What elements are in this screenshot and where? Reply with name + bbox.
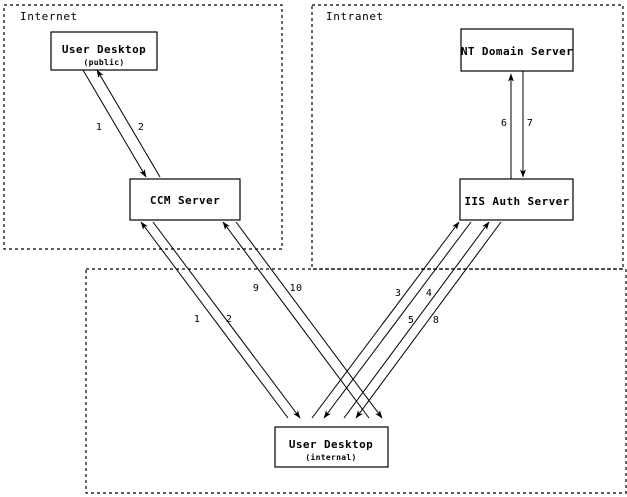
edge-step-1-internal bbox=[140, 221, 289, 419]
node-nt-domain-server[interactable]: NT Domain Server bbox=[460, 28, 574, 72]
edge-label-step-5: 5 bbox=[408, 315, 414, 326]
edge-step-10 bbox=[235, 221, 383, 419]
node-user-desktop-public-box[interactable] bbox=[50, 31, 158, 71]
edge-step-2-public bbox=[96, 69, 161, 178]
node-ccm-server-box[interactable] bbox=[129, 178, 241, 221]
edge-group-iis-internal-58: 5 8 bbox=[343, 221, 502, 419]
node-user-desktop-internal-title: User Desktop bbox=[289, 438, 373, 451]
edge-label-step-2-public: 2 bbox=[138, 122, 144, 133]
zone-internal bbox=[85, 268, 627, 494]
edge-label-step-3: 3 bbox=[395, 288, 401, 299]
edge-group-ccm-internal-12: 1 2 bbox=[140, 221, 301, 419]
node-ccm-server-title: CCM Server bbox=[150, 194, 220, 207]
edge-label-step-8: 8 bbox=[433, 315, 439, 326]
zone-intranet-label: Intranet bbox=[326, 10, 384, 23]
node-iis-auth-server[interactable]: IIS Auth Server bbox=[459, 178, 574, 221]
edge-label-step-2-internal: 2 bbox=[226, 314, 232, 325]
node-user-desktop-internal-subtitle: (internal) bbox=[305, 452, 356, 462]
zone-internet: Internet bbox=[3, 4, 283, 250]
node-user-desktop-internal[interactable]: User Desktop (internal) bbox=[274, 426, 389, 468]
node-iis-auth-server-title: IIS Auth Server bbox=[464, 195, 569, 208]
edge-group-iis-internal-34: 3 4 bbox=[311, 221, 472, 419]
edge-step-2-internal bbox=[152, 221, 301, 419]
zone-internal-boundary bbox=[85, 268, 627, 494]
node-ccm-server[interactable]: CCM Server bbox=[129, 178, 241, 221]
edge-step-8 bbox=[355, 221, 502, 419]
node-nt-domain-server-title: NT Domain Server bbox=[461, 45, 573, 58]
edge-step-3 bbox=[311, 221, 460, 419]
edge-label-step-6: 6 bbox=[501, 118, 507, 129]
edge-group-iis-ntdomain: 6 7 bbox=[501, 71, 533, 179]
edge-step-4 bbox=[323, 221, 472, 419]
node-user-desktop-public[interactable]: User Desktop (public) bbox=[50, 31, 158, 71]
node-user-desktop-public-title: User Desktop bbox=[62, 43, 146, 56]
edge-label-step-1-public: 1 bbox=[96, 122, 102, 133]
zone-intranet: Intranet bbox=[311, 4, 624, 270]
zone-internet-boundary bbox=[3, 4, 283, 250]
node-iis-auth-server-box[interactable] bbox=[459, 178, 574, 221]
edge-label-step-1-internal: 1 bbox=[194, 314, 200, 325]
edge-label-step-7: 7 bbox=[527, 118, 533, 129]
edge-label-step-9: 9 bbox=[253, 283, 259, 294]
edge-group-public-ccm: 1 2 bbox=[82, 69, 161, 178]
zone-internet-label: Internet bbox=[20, 10, 78, 23]
node-user-desktop-internal-box[interactable] bbox=[274, 426, 389, 468]
edge-group-ccm-internal-910: 9 10 bbox=[222, 221, 383, 419]
edge-label-step-4: 4 bbox=[426, 288, 432, 299]
node-nt-domain-server-box[interactable] bbox=[460, 28, 574, 72]
edge-step-5 bbox=[343, 221, 490, 419]
edge-step-1-public bbox=[82, 69, 147, 178]
edge-step-9 bbox=[222, 221, 370, 419]
edge-label-step-10: 10 bbox=[290, 283, 303, 294]
node-user-desktop-public-subtitle: (public) bbox=[84, 57, 125, 67]
